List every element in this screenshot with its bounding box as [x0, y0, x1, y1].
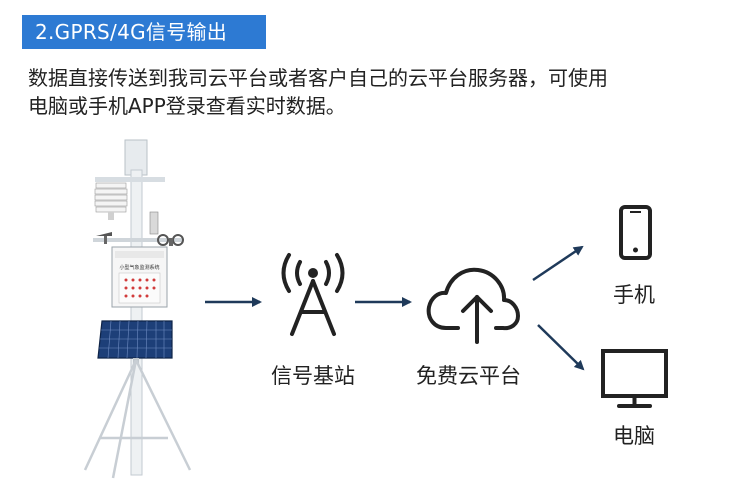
arrow-cloud-to-phone: [533, 247, 582, 280]
signal-tower-icon: [284, 255, 343, 334]
phone-label: 手机: [613, 279, 655, 309]
cloud-platform-label: 免费云平台: [416, 360, 521, 390]
control-box-label: 小型气象监测系统: [119, 264, 159, 271]
monitor-icon: [603, 351, 666, 406]
control-box: 小型气象监测系统: [112, 247, 167, 307]
weather-station-image: 小型气象监测系统: [85, 140, 190, 478]
arrow-cloud-to-computer: [538, 325, 583, 369]
radiation-shield: [95, 183, 127, 220]
mobile-phone-icon: [621, 207, 650, 258]
base-station-label: 信号基站: [271, 360, 355, 390]
solar-panel: [98, 321, 172, 364]
cloud-upload-icon: [429, 270, 518, 342]
computer-label: 电脑: [613, 420, 655, 450]
